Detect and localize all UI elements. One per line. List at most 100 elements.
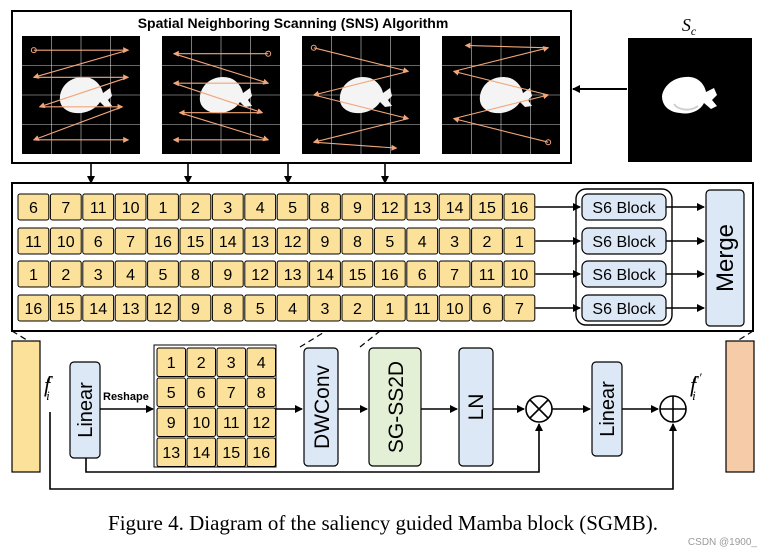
scan-images (22, 36, 560, 154)
sequence-cell (82, 193, 115, 221)
sequence-cell-value: 5 (385, 234, 394, 251)
sequence-cell-value: 3 (450, 234, 459, 251)
sequence-cell (17, 227, 50, 255)
sequence-cell-value: 5 (159, 267, 168, 284)
input-feature-bar (11, 340, 41, 473)
grid-cell (246, 377, 276, 407)
s6-block-3: S6 Block (581, 260, 705, 288)
sequence-cell (438, 193, 471, 221)
grid-cell-value: 10 (192, 415, 210, 432)
sequence-cell (309, 227, 341, 255)
output-feature-bar (725, 340, 755, 473)
sequence-cell-value: 9 (353, 200, 362, 217)
sequence-cell (373, 227, 406, 255)
s6-block-4: S6 Block (581, 294, 705, 322)
residual-skip-connection (49, 412, 677, 490)
grid-cell (186, 377, 216, 407)
sequence-cell-value: 4 (288, 301, 297, 318)
sequence-cell (341, 260, 374, 288)
s6-blocks: S6 Block S6 Block S6 Block S6 Block (581, 193, 705, 322)
sequence-cell-value: 4 (126, 267, 135, 284)
sequence-cell (179, 227, 212, 255)
sequence-cell-value: 13 (284, 267, 302, 284)
grid-cell-value: 4 (257, 355, 266, 372)
sequence-cell (179, 260, 212, 288)
ln-block (458, 347, 494, 467)
sequence-cell (244, 227, 277, 255)
saliency-fish (662, 76, 717, 114)
sequence-cell (244, 193, 277, 221)
dwconv-label: DWConv (311, 364, 334, 449)
grid-cell (216, 437, 246, 467)
sg-ss2d-label: SG-SS2D (385, 361, 408, 453)
linear-2-label: Linear (597, 381, 619, 437)
s6-block-label: S6 Block (592, 234, 656, 251)
sg-ss2d-block (368, 347, 422, 467)
grid-cell-value: 7 (227, 385, 236, 402)
saliency-label: Sc (682, 15, 697, 38)
sequence-cell-value: 9 (223, 267, 232, 284)
grid-cell (186, 437, 216, 467)
sequence-cell (147, 227, 179, 255)
add-icon (659, 395, 687, 423)
grid-cell (186, 407, 216, 437)
input-feature-label: fir (44, 370, 54, 403)
scan-image-2 (162, 36, 280, 154)
sequence-cell-value: 6 (418, 267, 427, 284)
s6-block-1: S6 Block (581, 193, 705, 221)
zoom-dashes (11, 330, 754, 349)
grid-cell (156, 437, 186, 467)
sequence-cell (276, 294, 309, 322)
sequence-cell (147, 260, 179, 288)
s6-block-label: S6 Block (592, 267, 656, 284)
grid-cell-value: 15 (222, 445, 240, 462)
sequence-cell (179, 193, 212, 221)
sequence-cell-value: 5 (288, 200, 297, 217)
grid-cell (246, 437, 276, 467)
sequence-cell (309, 260, 341, 288)
sequence-cell (503, 294, 536, 322)
sequence-cell (406, 260, 439, 288)
s6-group-frame (575, 188, 673, 326)
sequence-cell (438, 294, 471, 322)
sequence-cell (114, 193, 147, 221)
sequence-cell (406, 227, 439, 255)
dwconv-block (303, 347, 339, 467)
sequence-cell (341, 227, 374, 255)
sequence-cell (276, 260, 309, 288)
sequence-cell (211, 227, 244, 255)
sequence-cell-value: 13 (413, 200, 431, 217)
grid-cell (186, 347, 216, 377)
scan-image-3 (302, 36, 420, 154)
grid-cell-value: 11 (223, 415, 240, 432)
sequence-cell (114, 260, 147, 288)
sequence-cell-value: 12 (251, 267, 269, 284)
sequence-cell-value: 1 (515, 234, 524, 251)
sequence-cell-value: 3 (321, 301, 330, 318)
grid-cell (246, 347, 276, 377)
grid-cell-value: 14 (192, 445, 210, 462)
sequence-cell-value: 10 (57, 234, 75, 251)
sequence-cell (373, 260, 406, 288)
sequence-cell-value: 14 (219, 234, 237, 251)
sequence-cell-value: 9 (321, 234, 330, 251)
sequence-cell-value: 10 (122, 200, 140, 217)
sequence-cell (471, 260, 503, 288)
sequence-cell-value: 11 (90, 200, 107, 217)
grid-cell-value: 16 (252, 445, 270, 462)
sequence-cell-value: 2 (353, 301, 362, 318)
merge-label: Merge (712, 224, 739, 292)
grid-cell-value: 13 (162, 445, 180, 462)
sequence-cell (438, 260, 471, 288)
sequence-cell (276, 193, 309, 221)
sequence-cell (49, 260, 82, 288)
sequence-cell (471, 227, 503, 255)
sequence-cell-value: 14 (89, 301, 107, 318)
figure-caption: Figure 4. Diagram of the saliency guided… (108, 511, 658, 535)
sequence-cell (114, 294, 147, 322)
sequence-cell-value: 15 (478, 200, 496, 217)
watermark: CSDN @1900_ (688, 537, 758, 548)
sequence-cell (373, 294, 406, 322)
